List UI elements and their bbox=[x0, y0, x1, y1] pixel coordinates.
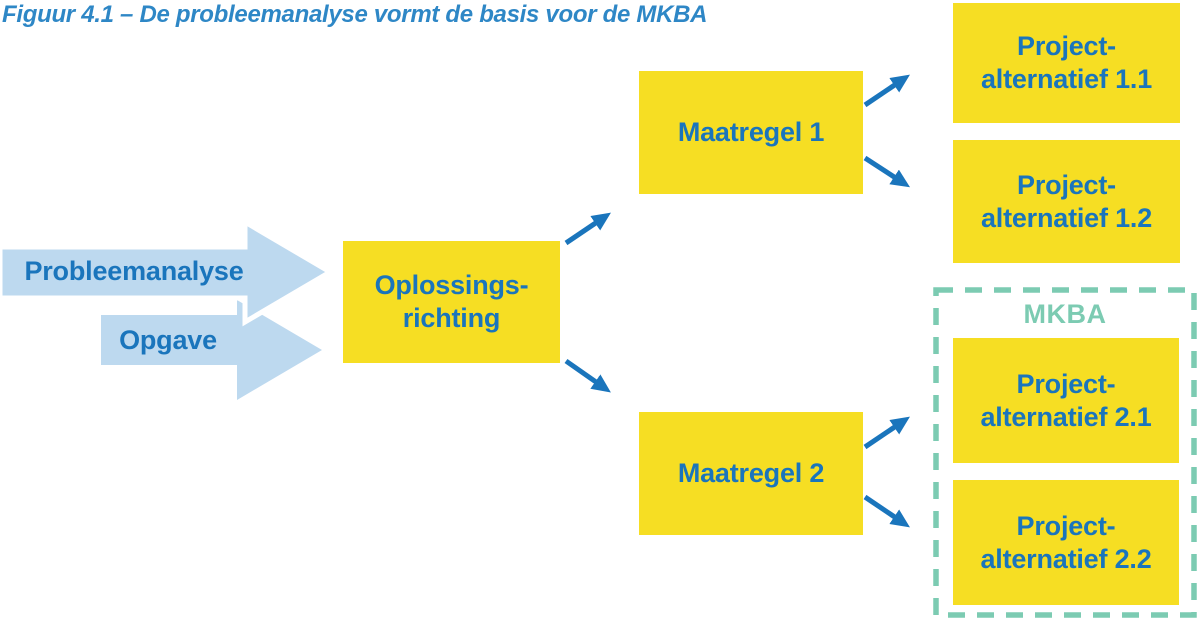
node-projectalternatief-1-2-line1: Project- bbox=[1017, 169, 1116, 200]
node-projectalternatief-2-2: Project- alternatief 2.2 bbox=[953, 480, 1179, 605]
connector-oplossing-to-maatregel2 bbox=[564, 358, 611, 393]
connector-oplossing-to-maatregel1 bbox=[564, 212, 611, 246]
node-oplossingsrichting: Oplossings- richting bbox=[343, 241, 560, 363]
node-projectalternatief-1-1: Project- alternatief 1.1 bbox=[953, 3, 1180, 123]
node-projectalternatief-1-2-line2: alternatief 1.2 bbox=[980, 202, 1153, 233]
probleemanalyse-label: Probleemanalyse bbox=[24, 256, 244, 286]
connector-maatregel2-to-p21 bbox=[863, 416, 910, 450]
node-projectalternatief-2-1: Project- alternatief 2.1 bbox=[953, 338, 1179, 463]
node-projectalternatief-2-2-line1: Project- bbox=[1016, 510, 1116, 541]
node-maatregel-1: Maatregel 1 bbox=[639, 71, 863, 194]
node-maatregel-2-label: Maatregel 2 bbox=[677, 458, 825, 488]
node-oplossingsrichting-line1: Oplossings- bbox=[374, 270, 529, 300]
node-projectalternatief-2-2-line2: alternatief 2.2 bbox=[980, 543, 1152, 574]
node-projectalternatief-1-1-line2: alternatief 1.1 bbox=[980, 64, 1153, 94]
node-oplossingsrichting-line2: richting bbox=[402, 303, 501, 333]
opgave-label: Opgave bbox=[119, 325, 217, 355]
connector-maatregel2-to-p22 bbox=[863, 494, 910, 528]
mkba-dashed-frame bbox=[933, 287, 1197, 618]
node-projectalternatief-1-2: Project- alternatief 1.2 bbox=[953, 140, 1180, 263]
mkba-frame-label: MKBA bbox=[1023, 299, 1107, 329]
probleemanalyse-arrow bbox=[0, 217, 335, 327]
figure-title: Figuur 4.1 – De probleemanalyse vormt de… bbox=[2, 1, 708, 28]
node-projectalternatief-2-1-line2: alternatief 2.1 bbox=[980, 401, 1152, 432]
node-projectalternatief-1-1-line1: Project- bbox=[1017, 31, 1116, 61]
node-maatregel-2: Maatregel 2 bbox=[639, 412, 863, 535]
node-projectalternatief-2-1-line1: Project- bbox=[1016, 368, 1116, 399]
connector-maatregel1-to-p12 bbox=[863, 155, 911, 188]
connector-maatregel1-to-p11 bbox=[863, 74, 910, 108]
opgave-arrow bbox=[101, 300, 322, 400]
node-maatregel-1-label: Maatregel 1 bbox=[677, 117, 825, 147]
